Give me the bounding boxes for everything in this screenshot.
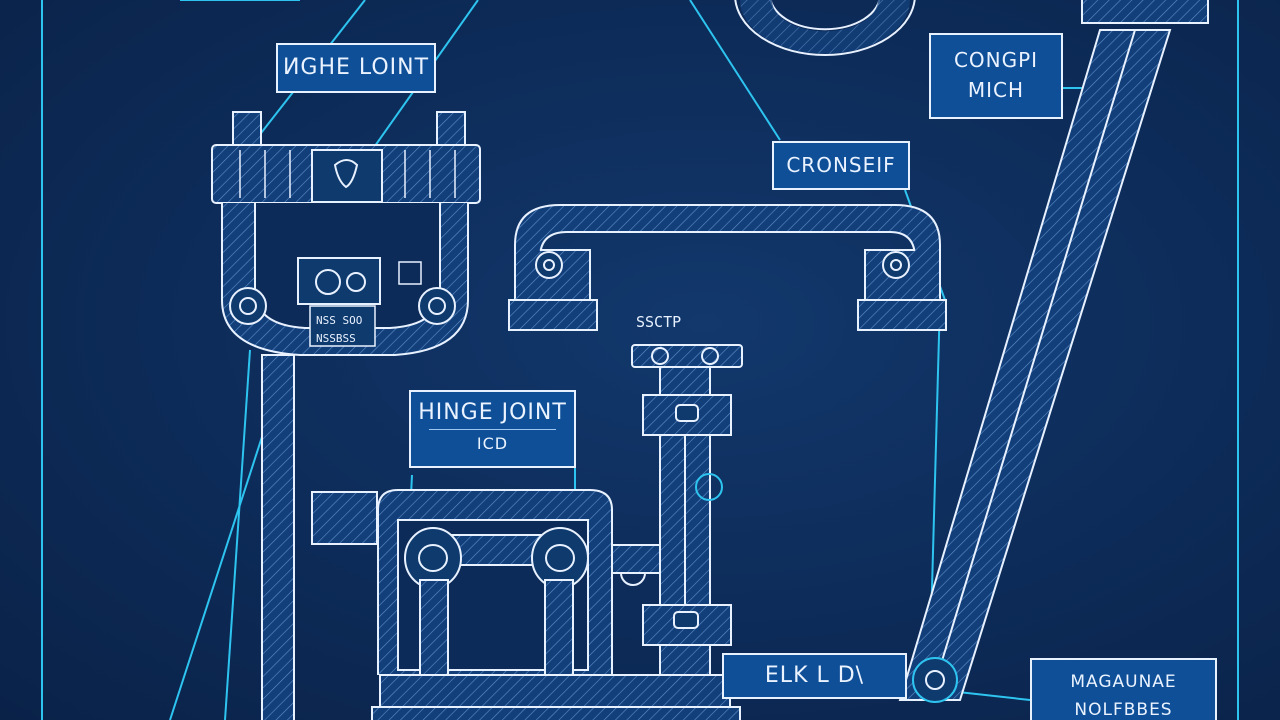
u-handle [508, 204, 947, 331]
label-hinge-joint: HINGE JOINT ICD [409, 390, 576, 468]
label-top-left: ИGHE LOINT [276, 43, 436, 93]
label-middle: CRONSEIF [772, 141, 910, 190]
label-top-right-line1: CONGPI [953, 48, 1039, 72]
diagonal-arm [898, 0, 1209, 703]
label-bottom-right-line2: NOLFBBES [1074, 700, 1173, 720]
label-hinge-title: HINGE JOINT [418, 400, 567, 425]
label-bottom: ELK L D\ [722, 653, 907, 699]
label-bottom-right: MAGAUNAE NOLFBBES [1030, 658, 1217, 720]
label-bottom-text: ELK L D\ [764, 663, 865, 688]
top-ring [734, 0, 916, 56]
label-middle-text: CRONSEIF [786, 153, 896, 177]
left-bracket-assembly [211, 111, 481, 720]
label-hinge-sub: ICD [429, 429, 556, 453]
label-top-right: CONGPI MICH [929, 33, 1063, 119]
plate-text-line1: NSS SOO [316, 314, 363, 327]
plate-text-line2: NSSBSS [316, 332, 356, 345]
hinge-block [371, 489, 741, 720]
label-top-right-line2: MICH [967, 78, 1025, 102]
outer-frame [41, 0, 1239, 720]
label-bottom-right-line1: MAGAUNAE [1070, 672, 1177, 692]
center-stem [631, 344, 743, 676]
stem-top-text: SSCTP [636, 313, 682, 331]
label-top-left-text: ИGHE LOINT [282, 55, 430, 80]
